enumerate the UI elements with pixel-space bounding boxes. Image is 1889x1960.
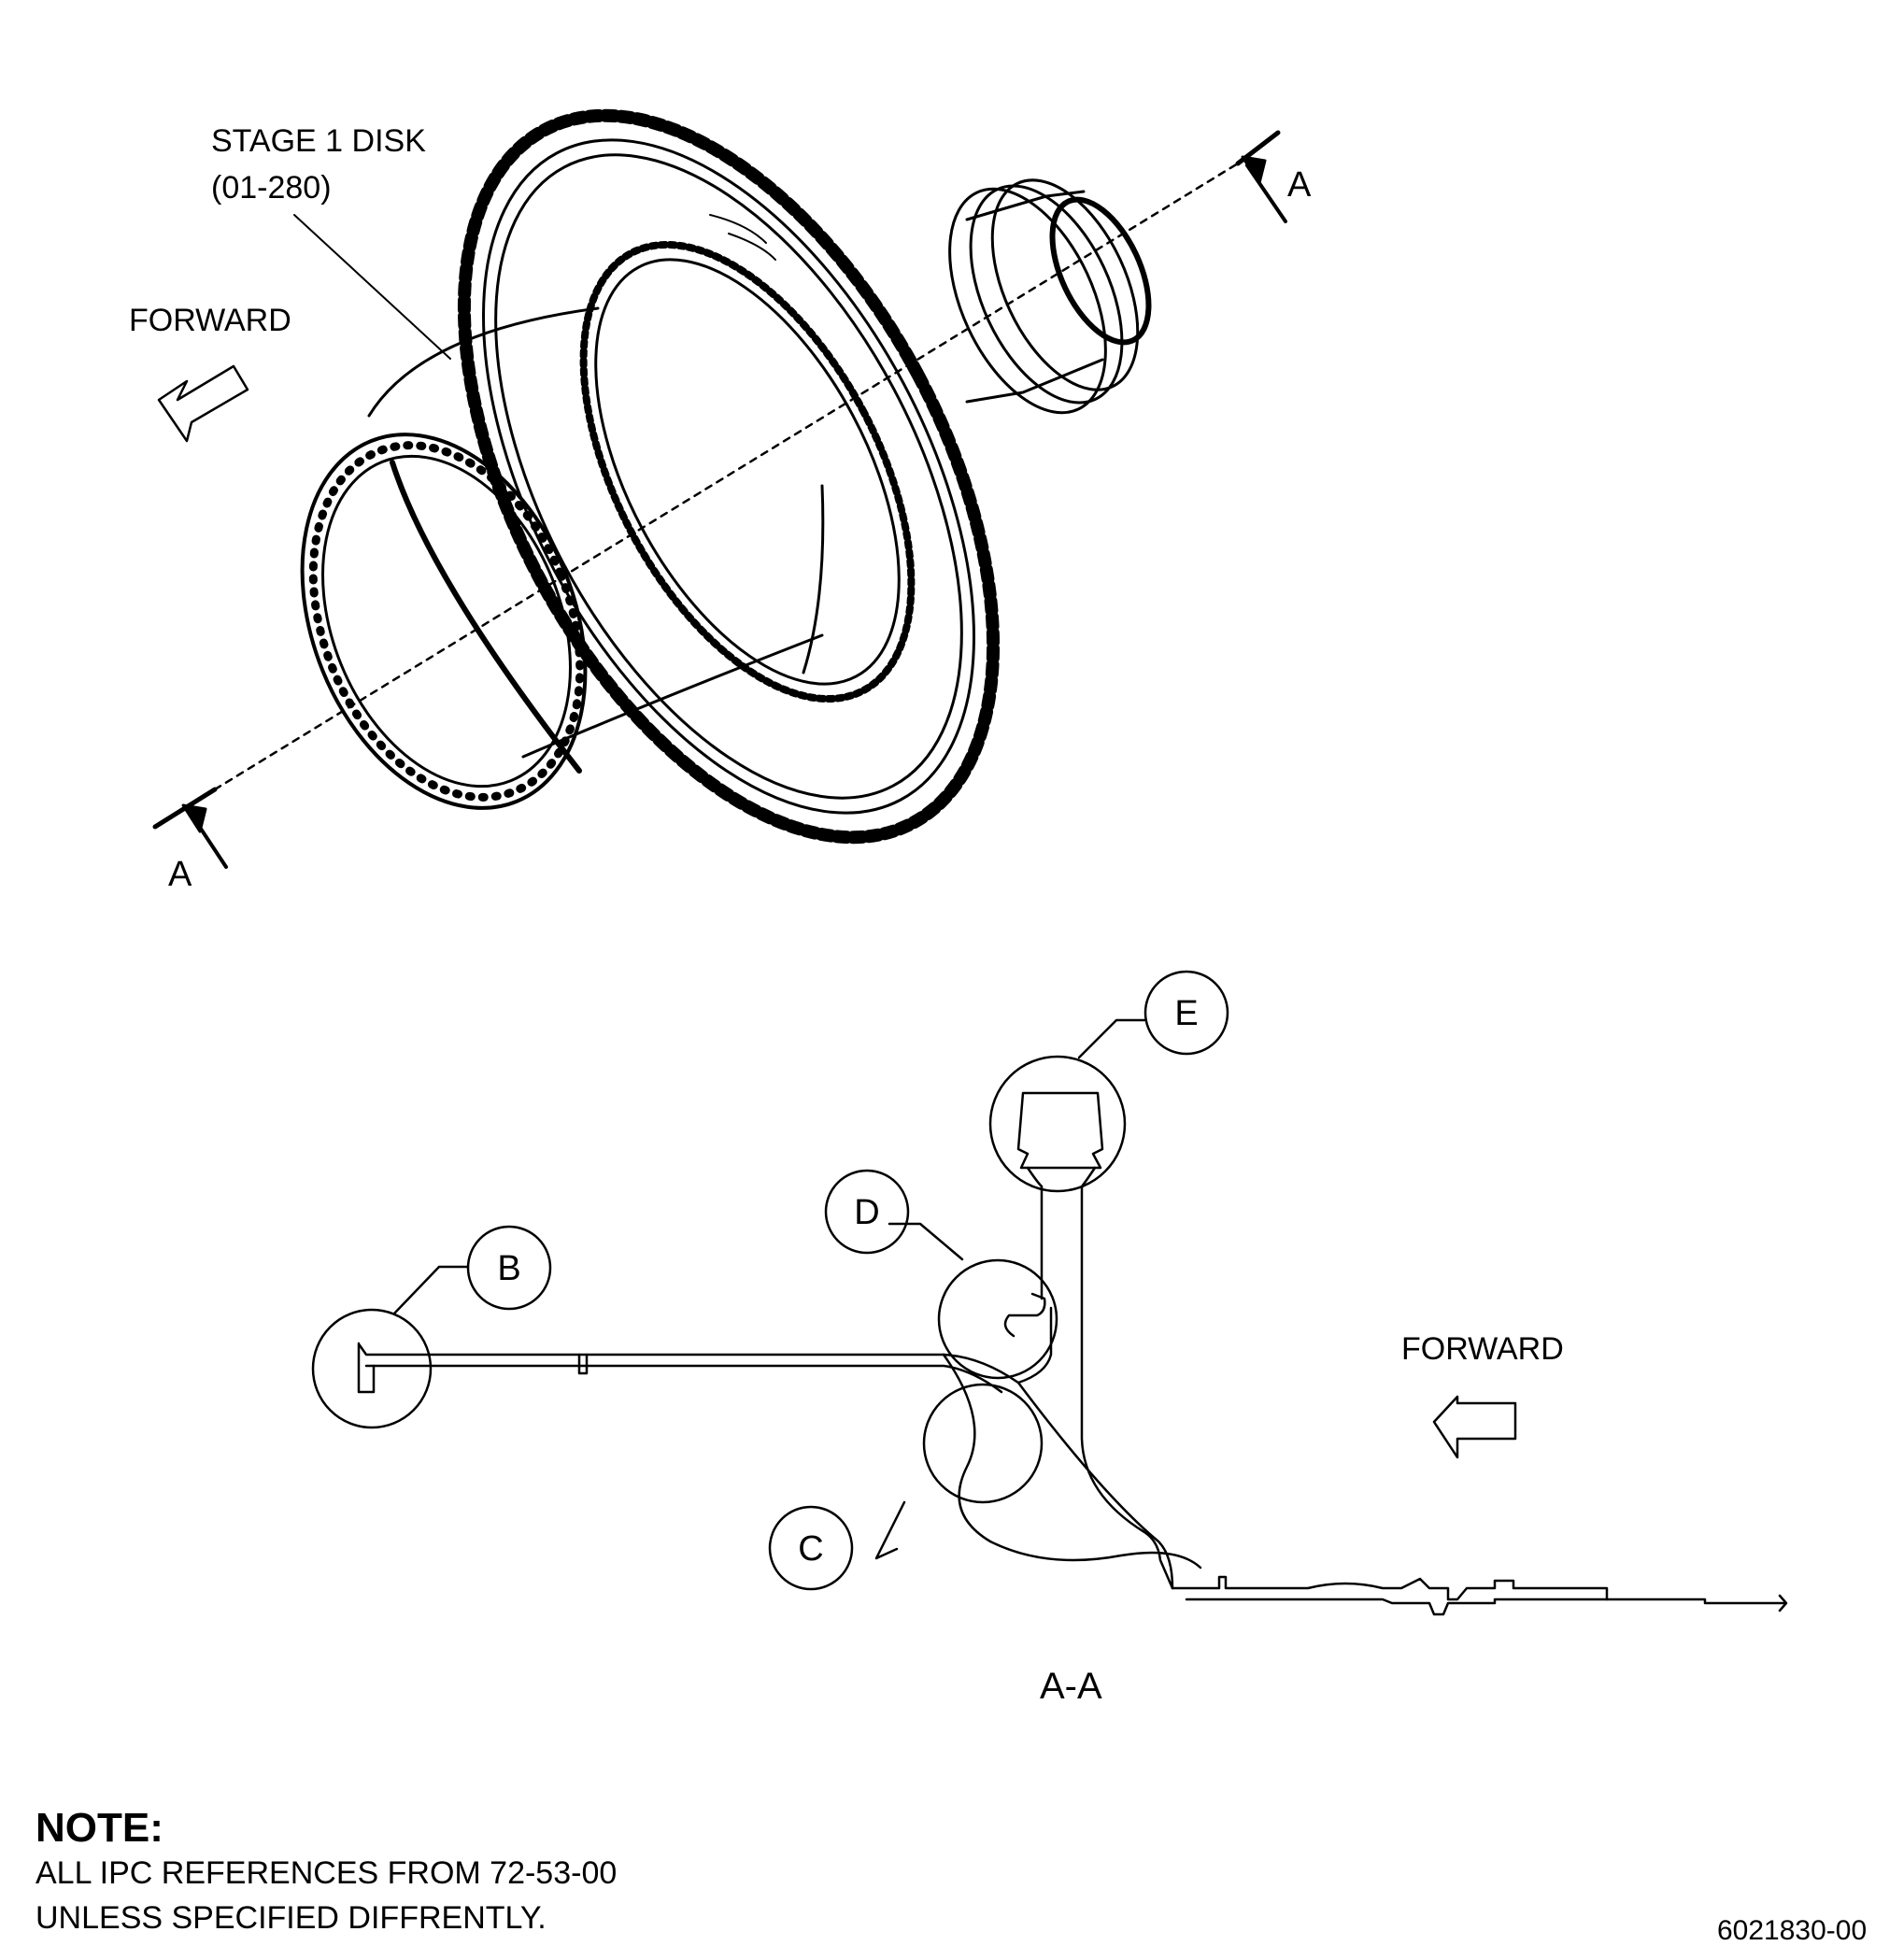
part-label-line2: (01-280) bbox=[211, 170, 332, 206]
part-label-leader bbox=[293, 214, 451, 360]
callout-c: C bbox=[798, 1529, 823, 1569]
forward-arrow-section bbox=[1432, 1395, 1517, 1459]
forward-arm-cylinder bbox=[300, 306, 825, 810]
part-label-line1: STAGE 1 DISK bbox=[211, 123, 426, 159]
section-marker-bottom: A bbox=[168, 855, 192, 894]
note-line-2: UNLESS SPECIFIED DIFFRENTLY. bbox=[36, 1900, 547, 1936]
drawing-number: 6021830-00 bbox=[1717, 1915, 1868, 1946]
rear-hub bbox=[948, 178, 1152, 415]
section-a-a-profile bbox=[357, 1091, 1788, 1616]
disk-rim bbox=[457, 108, 1001, 845]
disk-isometric-drawing bbox=[152, 108, 1287, 869]
callout-b: B bbox=[497, 1249, 520, 1288]
forward-label-section: FORWARD bbox=[1401, 1331, 1564, 1367]
note-line-1: ALL IPC REFERENCES FROM 72-53-00 bbox=[36, 1855, 618, 1891]
note-heading: NOTE: bbox=[36, 1805, 163, 1851]
callout-e: E bbox=[1174, 994, 1198, 1033]
section-title: A-A bbox=[1040, 1666, 1102, 1707]
detail-circles bbox=[311, 970, 1229, 1591]
section-marker-top: A bbox=[1287, 165, 1312, 205]
callout-d: D bbox=[854, 1193, 879, 1232]
forward-arrow-isometric bbox=[157, 364, 249, 443]
section-line-a-a bbox=[152, 130, 1287, 869]
forward-label-isometric: FORWARD bbox=[129, 303, 291, 338]
